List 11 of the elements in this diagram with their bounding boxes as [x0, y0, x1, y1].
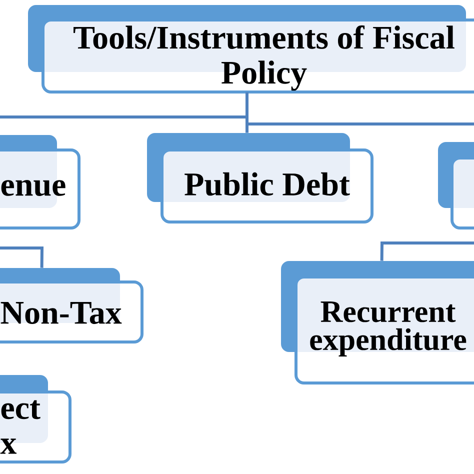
tabbed-box: [438, 142, 474, 230]
tabbed-box: Public Debt: [147, 133, 374, 224]
tabbed-box: ect x: [0, 375, 72, 464]
connector-line: [0, 116, 247, 118]
connector-line: [0, 246, 44, 268]
connector-line: [247, 122, 474, 126]
tabbed-box: enue: [0, 135, 80, 230]
connector-line: [380, 242, 474, 261]
tabbed-box: Tools/Instruments of Fiscal Policy: [28, 5, 474, 94]
tabbed-box: Recurrent expenditure: [281, 261, 474, 384]
tabbed-box: Non-Tax: [0, 268, 144, 344]
